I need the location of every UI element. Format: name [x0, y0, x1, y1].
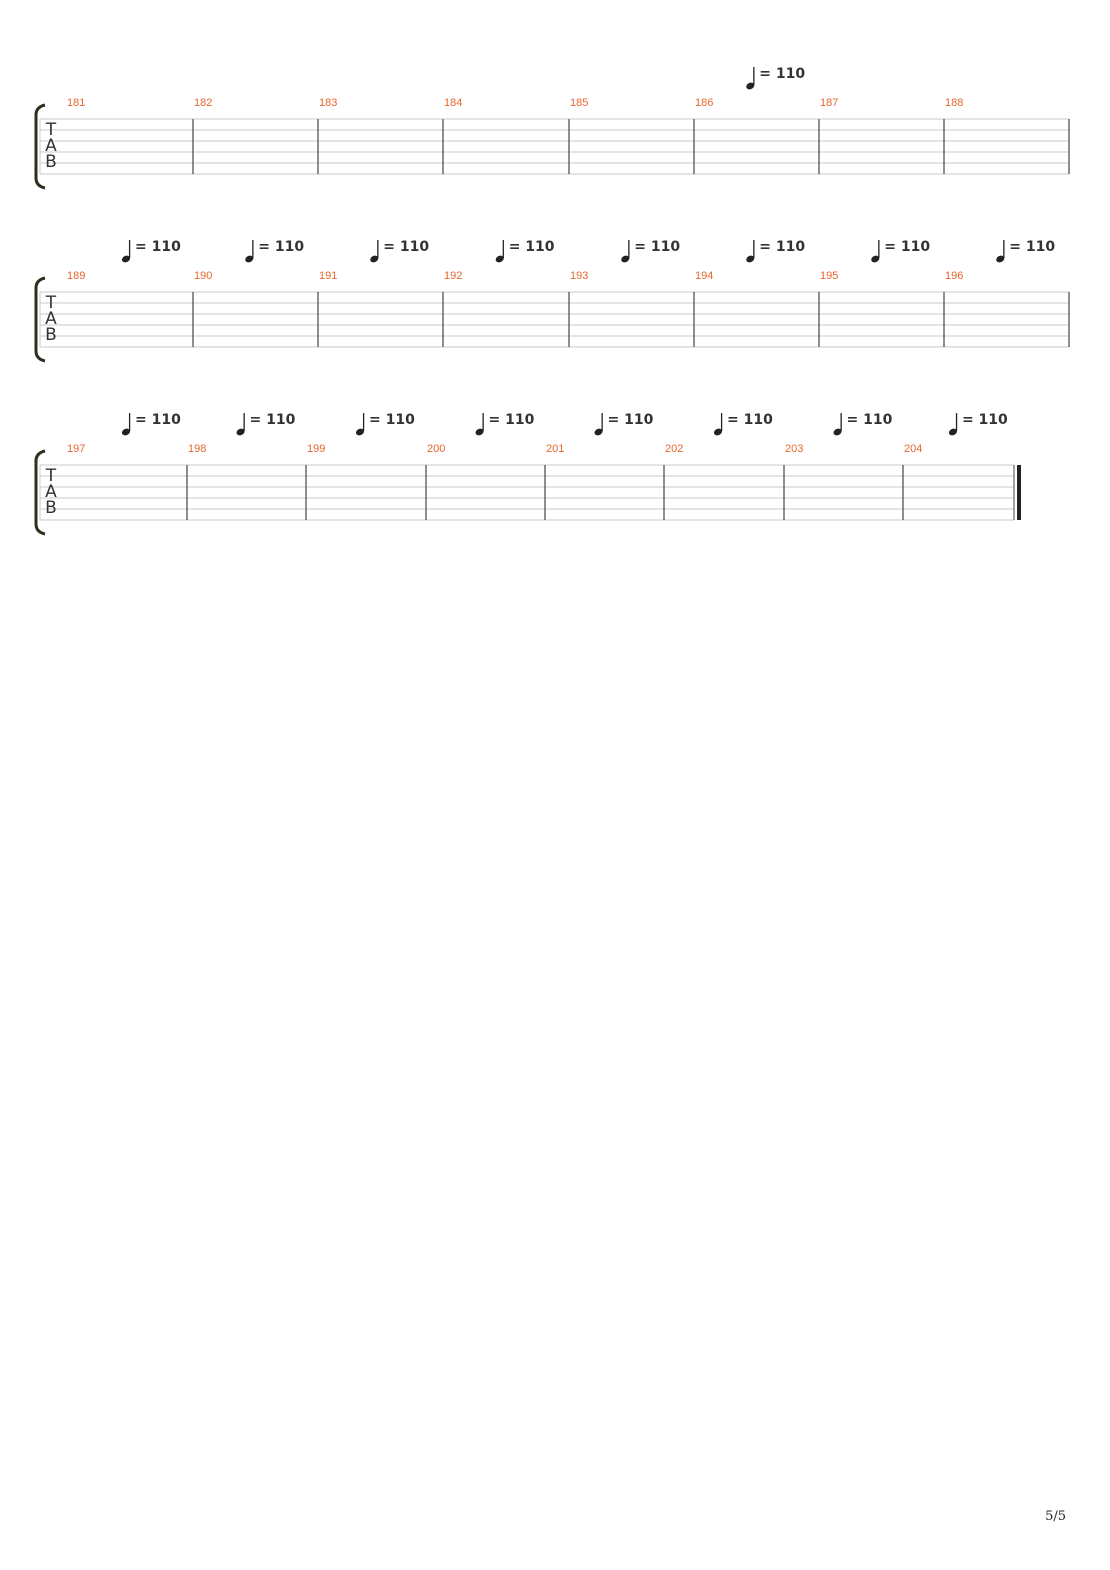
quarter-note-icon — [475, 413, 484, 436]
note-head — [746, 82, 755, 90]
quarter-note-icon — [236, 413, 245, 436]
tab-clef-letter: B — [45, 325, 57, 345]
measure-number: 192 — [444, 270, 462, 282]
tab-clef-letter: B — [45, 498, 57, 518]
tab-clef-letter: B — [45, 152, 57, 172]
measure-number: 181 — [67, 97, 85, 109]
note-head — [121, 255, 131, 263]
tempo-marking-text: = 110 — [135, 412, 181, 428]
measure-number: 183 — [319, 97, 337, 109]
measure-number: 190 — [194, 270, 212, 282]
measure-number: 182 — [194, 97, 212, 109]
note-head — [594, 428, 603, 436]
quarter-note-icon — [121, 240, 131, 263]
tempo-marking-text: = 110 — [634, 239, 680, 255]
measure-number: 203 — [785, 443, 803, 455]
system-bracket — [34, 449, 46, 536]
note-head — [996, 255, 1005, 263]
measure-number: 185 — [570, 97, 588, 109]
note-head — [245, 255, 254, 263]
note-head — [495, 255, 504, 263]
measure-number: 194 — [695, 270, 713, 282]
tempo-marking-text: = 110 — [727, 412, 773, 428]
note-head — [236, 428, 245, 436]
measure-number: 202 — [665, 443, 683, 455]
tempo-marking-text: = 110 — [258, 239, 304, 255]
quarter-note-icon — [245, 240, 254, 263]
tab-clef-letter: T — [45, 293, 57, 313]
quarter-note-icon — [594, 413, 603, 436]
note-head — [746, 255, 755, 263]
measure-number: 193 — [570, 270, 588, 282]
measure-number: 198 — [188, 443, 206, 455]
note-head — [833, 428, 842, 436]
tempo-marking-text: = 110 — [489, 412, 535, 428]
note-head — [621, 255, 630, 263]
measure-number: 201 — [546, 443, 564, 455]
quarter-note-icon — [948, 413, 958, 436]
tab-clef-letter: A — [45, 482, 57, 502]
measure-number: 195 — [820, 270, 838, 282]
note-head — [370, 255, 379, 263]
tempo-marking-text: = 110 — [847, 412, 893, 428]
measure-number: 199 — [307, 443, 325, 455]
tempo-marking-text: = 110 — [759, 239, 805, 255]
measure-number: 186 — [695, 97, 713, 109]
quarter-note-icon — [746, 240, 755, 263]
tempo-marking-text: = 110 — [135, 239, 181, 255]
tempo-marking-text: = 110 — [383, 239, 429, 255]
note-head — [871, 255, 880, 263]
quarter-note-icon — [746, 67, 755, 90]
tab-clef-letter: T — [45, 120, 57, 140]
measure-number: 188 — [945, 97, 963, 109]
tab-clef-letter: A — [45, 309, 57, 329]
tab-system-3: TAB 197 198 199 200 201 202 203 204 = 110 = 110 = 1… — [34, 412, 1021, 536]
tempo-marking-text: = 110 — [1009, 239, 1055, 255]
tempo-marking-text: = 110 — [759, 66, 805, 82]
tempo-marking-text: = 110 — [962, 412, 1008, 428]
tab-system-2: TAB 189 190 191 192 193 194 195 196 = 110 = 110 = 1… — [34, 239, 1070, 363]
quarter-note-icon — [121, 413, 131, 436]
measure-number: 196 — [945, 270, 963, 282]
measure-number: 187 — [820, 97, 838, 109]
tempo-marking-text: = 110 — [509, 239, 555, 255]
note-head — [948, 428, 957, 436]
tempo-marking-text: = 110 — [608, 412, 654, 428]
measure-number: 191 — [319, 270, 337, 282]
system-bracket — [34, 103, 46, 190]
tab-system-1: TAB 181 182 183 184 185 186 187 188 = 110 — [34, 66, 1070, 190]
quarter-note-icon — [833, 413, 842, 436]
tempo-marking-text: = 110 — [884, 239, 930, 255]
tab-clef-letter: T — [45, 466, 57, 486]
measure-number: 204 — [904, 443, 922, 455]
tempo-marking-text: = 110 — [369, 412, 415, 428]
note-head — [475, 428, 484, 436]
quarter-note-icon — [713, 413, 723, 436]
quarter-note-icon — [996, 240, 1005, 263]
note-head — [713, 428, 723, 436]
measure-number: 200 — [427, 443, 445, 455]
final-barline-thick — [1017, 465, 1021, 520]
measure-number: 184 — [444, 97, 462, 109]
system-bracket — [34, 276, 46, 363]
tempo-marking-text: = 110 — [250, 412, 296, 428]
quarter-note-icon — [871, 240, 880, 263]
note-head — [355, 428, 365, 436]
quarter-note-icon — [495, 240, 504, 263]
tab-clef-letter: A — [45, 136, 57, 156]
quarter-note-icon — [355, 413, 365, 436]
page-number: 5/5 — [1045, 1509, 1066, 1524]
measure-number: 197 — [67, 443, 85, 455]
quarter-note-icon — [621, 240, 630, 263]
quarter-note-icon — [370, 240, 379, 263]
note-head — [121, 428, 131, 436]
measure-number: 189 — [67, 270, 85, 282]
